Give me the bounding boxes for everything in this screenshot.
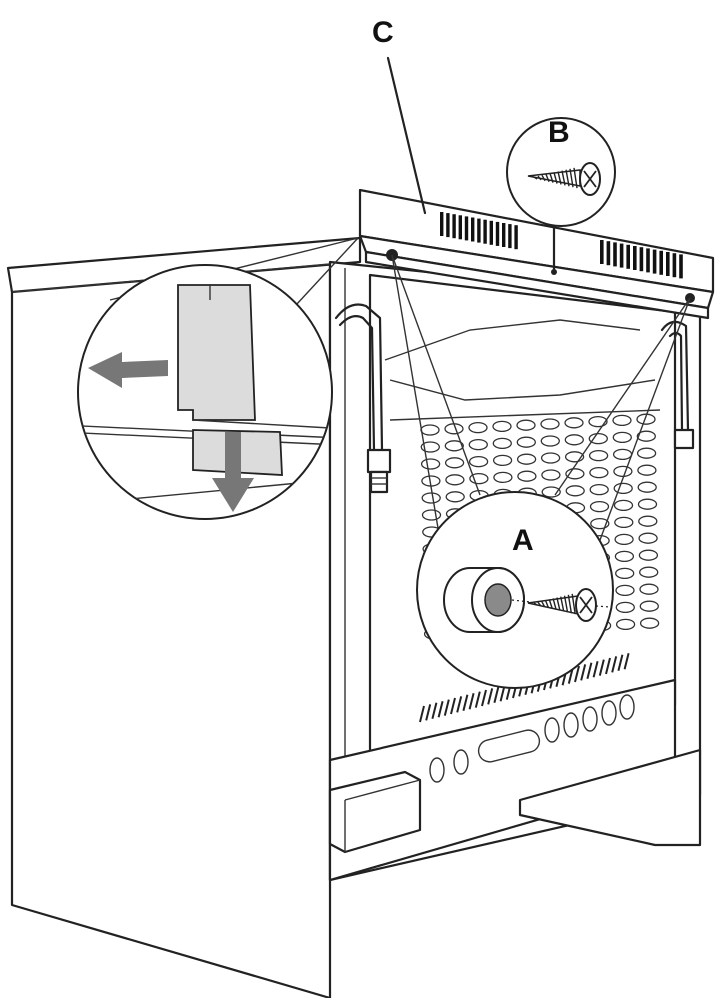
rear-top-panel-c	[358, 188, 715, 320]
detail-zoom-circle	[77, 264, 333, 520]
junction-box	[328, 770, 422, 854]
screw-icon	[527, 588, 597, 622]
right-foot	[518, 748, 702, 847]
screw-icon	[527, 162, 601, 196]
left-gas-pipe	[334, 303, 392, 494]
arrow-down-icon	[212, 432, 254, 512]
label-b: B	[548, 116, 570, 149]
label-a: A	[512, 524, 534, 557]
panel-edge-detail	[177, 284, 256, 421]
arrow-left-icon	[88, 352, 168, 388]
detail-circle-b	[506, 117, 616, 227]
countertop	[6, 236, 362, 294]
label-c: C	[372, 16, 394, 49]
spacer-washer	[443, 567, 525, 633]
panel-vent-slots-left	[440, 212, 518, 250]
detail-circle-a	[416, 491, 614, 689]
panel-vent-slots-right	[600, 240, 683, 279]
